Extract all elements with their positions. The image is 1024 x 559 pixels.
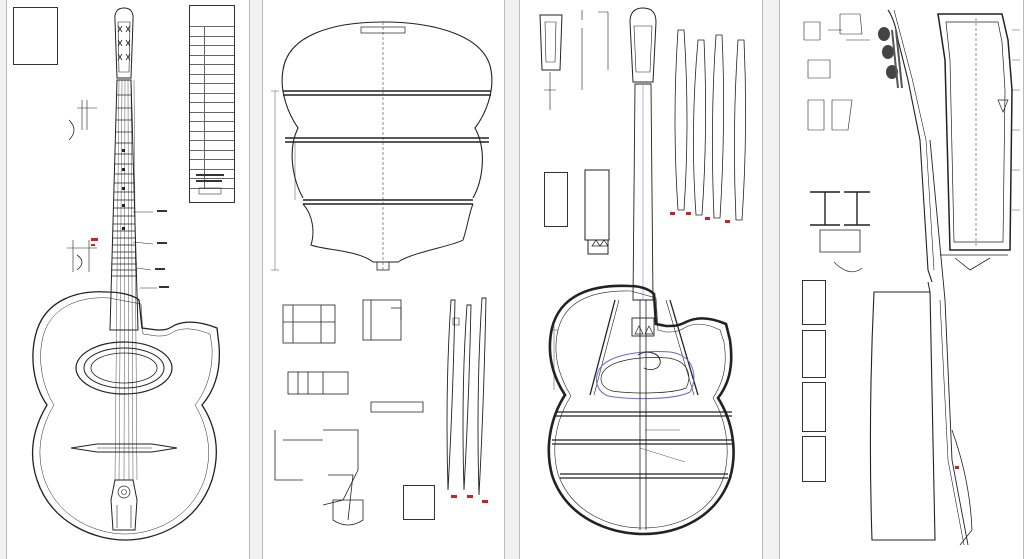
title-block-note-3 (544, 172, 568, 227)
title-block-note-2 (403, 485, 435, 520)
title-block-note (13, 7, 58, 65)
diagonal-braces (589, 299, 699, 396)
body-outline (31, 291, 221, 541)
fretboard-outline (109, 79, 139, 331)
accent-marks-3 (670, 212, 730, 223)
frets (111, 94, 137, 277)
headstock-detail (539, 14, 563, 71)
sheet-side-profile (779, 0, 1024, 559)
long-braces (446, 297, 487, 496)
body-upper-outline (281, 21, 384, 199)
bridge (70, 443, 178, 453)
brace-details (274, 299, 424, 526)
front-view-drawing (31, 7, 224, 541)
note-block-a (802, 280, 826, 325)
note-block-d (802, 436, 826, 482)
soundhole-3 (595, 351, 695, 400)
note-block-b (802, 330, 826, 378)
internal-bracing-drawing (539, 7, 746, 536)
headstock-main (629, 7, 657, 83)
headstock-outline (114, 7, 134, 79)
top-plate-drawing (271, 21, 493, 526)
ibeam-detail (810, 191, 840, 226)
braces (283, 90, 491, 205)
left-gutter (0, 0, 6, 559)
accent-marks-4 (955, 466, 959, 469)
note-block-c (802, 382, 826, 432)
body-side (869, 291, 936, 541)
position-markers (122, 149, 125, 230)
gutter-2 (505, 0, 519, 559)
transverse-bars (552, 411, 734, 479)
soundhole-inner (90, 352, 158, 384)
sheet-top-and-braces (262, 0, 505, 559)
accent-marks-2 (451, 495, 488, 503)
accent-marks (91, 238, 98, 246)
neck-outline (632, 83, 654, 301)
body-lower-outline (302, 203, 474, 263)
note-squiggles (155, 174, 224, 288)
gutter-3 (763, 0, 779, 559)
body-back-profile (937, 13, 1013, 251)
sheet-front-view (6, 0, 250, 559)
soundhole-outer (75, 341, 173, 395)
side-profile-drawing (803, 9, 1020, 546)
gutter-1 (250, 0, 262, 559)
fret-position-table (189, 5, 235, 203)
tailpiece (110, 479, 138, 531)
leader-lines (132, 211, 157, 289)
sheet-internal-bracing (519, 0, 763, 559)
body-outline-3 (547, 284, 735, 536)
side-braces (674, 29, 746, 221)
strings (114, 79, 138, 481)
tuner-slots (117, 25, 131, 61)
